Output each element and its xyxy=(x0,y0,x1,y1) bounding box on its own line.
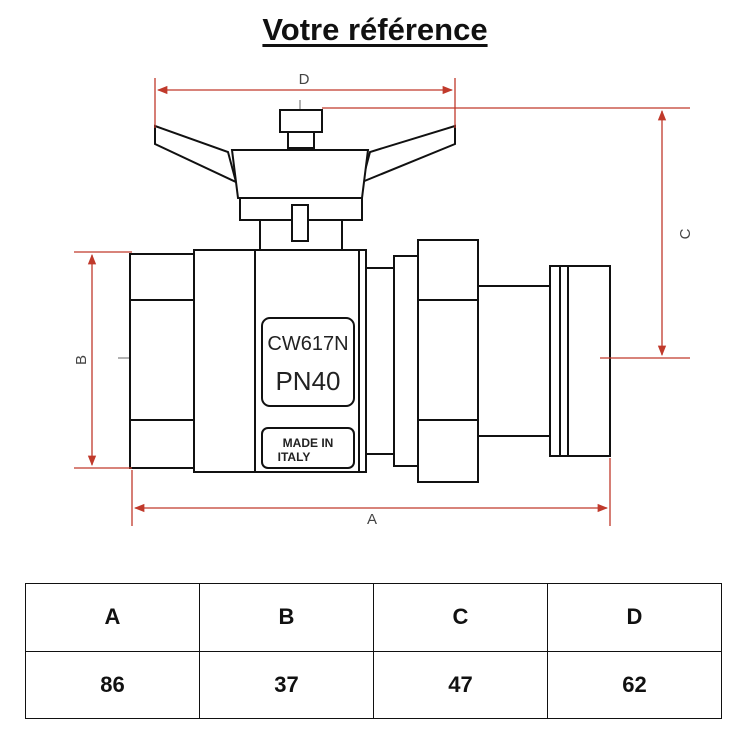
table-value-cell: 62 xyxy=(547,650,722,719)
dimension-b-label: B xyxy=(73,355,90,365)
dimension-a-label: A xyxy=(367,511,377,528)
table-value-cell: 86 xyxy=(25,650,200,719)
table-header-row: A B C D xyxy=(25,583,722,652)
dimension-b xyxy=(74,251,132,469)
dimension-c-label: C xyxy=(677,228,694,239)
table-header-cell: C xyxy=(373,583,548,652)
valve-drawing: CW617N PN40 MADE IN ITALY D C B A xyxy=(73,71,694,528)
handle-nut xyxy=(279,109,323,133)
table-header-cell: A xyxy=(25,583,200,652)
origin-marking-line2: ITALY xyxy=(278,450,311,464)
dimension-c xyxy=(322,107,690,359)
dimension-d xyxy=(154,78,456,128)
table-header-cell: B xyxy=(199,583,374,652)
dimensions-table: A B C D 86 37 47 62 xyxy=(25,583,722,719)
table-row: 86 37 47 62 xyxy=(25,650,722,719)
origin-marking-line1: MADE IN xyxy=(283,436,334,450)
male-threaded-end xyxy=(477,285,551,437)
page-title: Votre référence xyxy=(262,12,488,47)
table-header-cell: D xyxy=(547,583,722,652)
pressure-marking: PN40 xyxy=(275,366,340,396)
valve-outline xyxy=(129,109,611,483)
dimension-d-label: D xyxy=(299,71,310,88)
dimension-a xyxy=(131,458,611,526)
table-value-cell: 37 xyxy=(199,650,374,719)
union-nut xyxy=(417,239,479,483)
butterfly-handle xyxy=(154,124,238,184)
left-hex-end xyxy=(129,253,195,469)
material-marking: CW617N xyxy=(267,333,348,355)
table-value-cell: 47 xyxy=(373,650,548,719)
